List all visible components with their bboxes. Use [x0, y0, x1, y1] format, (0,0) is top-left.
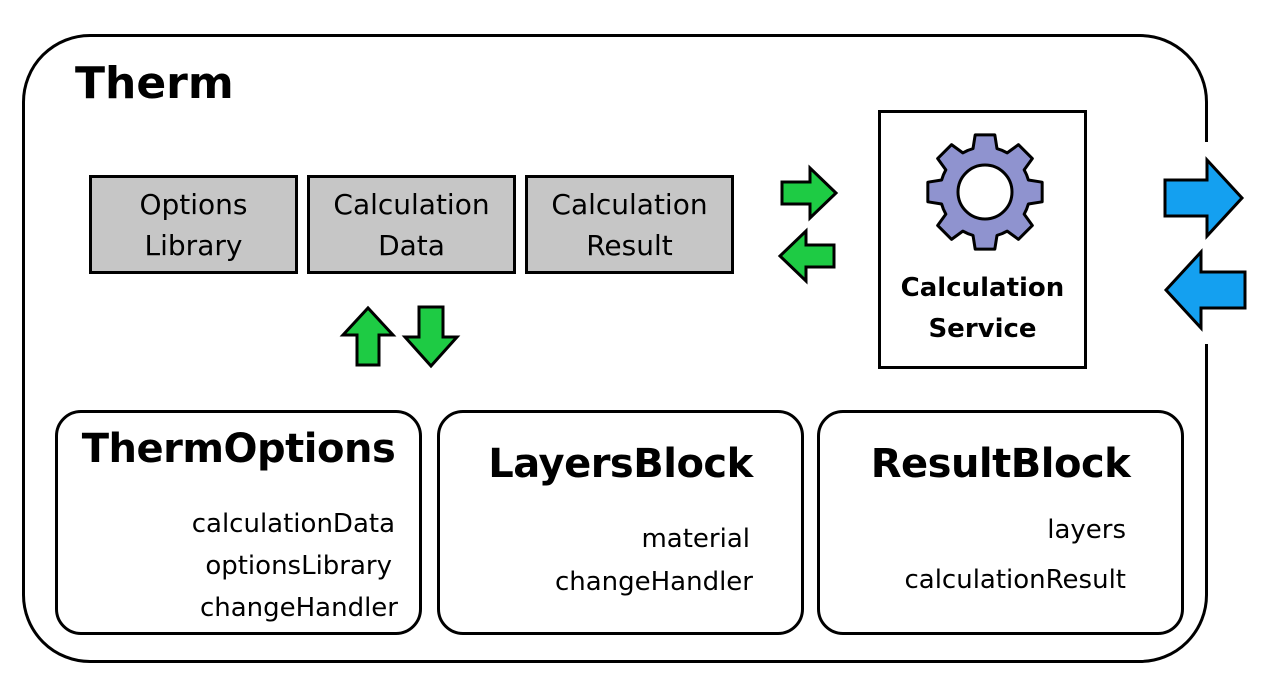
result-block: ResultBlock layers calculationResult: [817, 410, 1184, 635]
options-library-box: Options Library: [89, 175, 298, 274]
arrow-left-icon: [777, 227, 836, 285]
calculation-service-box: Calculation Service: [878, 110, 1087, 369]
layers-block-prop: changeHandler: [554, 567, 753, 597]
layers-block-title: LayersBlock: [488, 441, 753, 487]
therm-options-prop: calculationData: [191, 509, 395, 539]
gear-icon: [926, 133, 1044, 251]
layers-block-prop: material: [641, 524, 750, 554]
therm-options-block: ThermOptions calculationData optionsLibr…: [55, 410, 422, 635]
calculation-service-label: Calculation Service: [900, 273, 1065, 344]
arrow-up-icon: [339, 305, 397, 367]
therm-options-prop: changeHandler: [199, 593, 398, 623]
therm-options-title: ThermOptions: [81, 426, 396, 472]
arrow-down-icon: [401, 305, 461, 369]
external-arrow-right-icon: [1163, 156, 1245, 240]
therm-title: Therm: [75, 58, 234, 109]
arrow-right-icon: [780, 164, 839, 222]
result-block-prop: calculationResult: [904, 565, 1126, 595]
layers-block: LayersBlock material changeHandler: [437, 410, 804, 635]
calculation-result-box: Calculation Result: [525, 175, 734, 274]
result-block-title: ResultBlock: [870, 441, 1131, 487]
result-block-prop: layers: [1047, 515, 1126, 545]
external-arrow-left-icon: [1163, 248, 1247, 332]
therm-options-prop: optionsLibrary: [205, 551, 392, 581]
calculation-data-box: Calculation Data: [307, 175, 516, 274]
